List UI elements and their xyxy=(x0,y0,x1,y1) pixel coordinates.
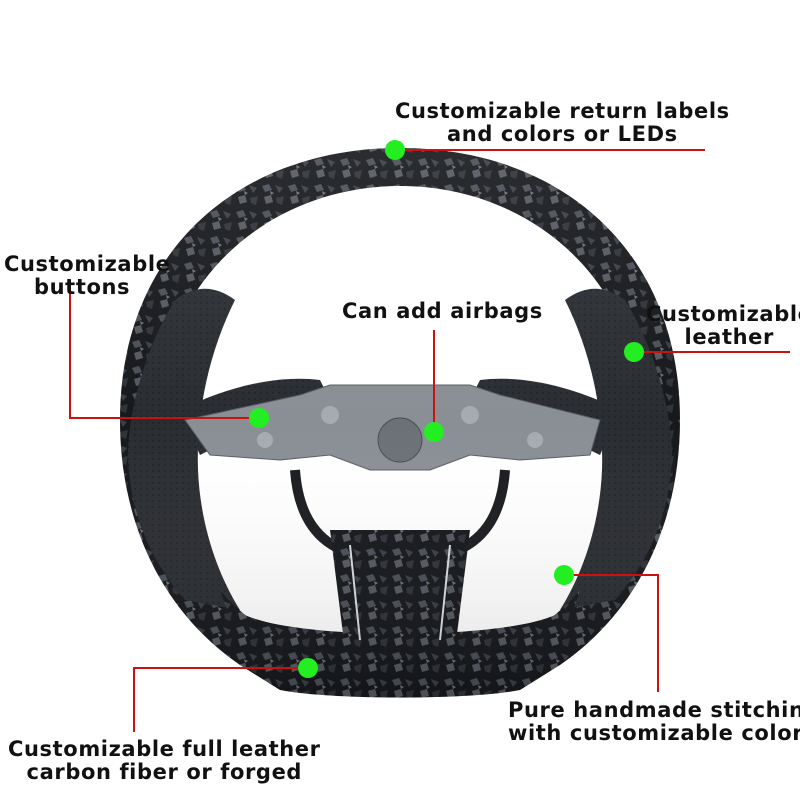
marker-buttons xyxy=(249,408,269,428)
marker-leather xyxy=(624,342,644,362)
leather-line2: leather xyxy=(684,325,774,349)
buttons-line2: buttons xyxy=(34,275,131,299)
annotation-leather: Customizable leather xyxy=(646,303,800,349)
marker-bottom-material xyxy=(298,658,318,678)
airbags-line1: Can add airbags xyxy=(342,299,543,323)
annotation-bottom-material: Customizable full leather carbon fiber o… xyxy=(8,738,321,784)
leather-line1: Customizable xyxy=(646,302,800,326)
wheel-sheen xyxy=(120,148,680,698)
leader-bottom-material xyxy=(133,667,308,732)
markers xyxy=(249,140,644,678)
return-labels-line1: Customizable return labels xyxy=(395,99,730,123)
leader-buttons xyxy=(69,280,258,419)
annotation-stitching: Pure handmade stitching with customizabl… xyxy=(508,699,800,745)
leader-stitching xyxy=(564,574,659,692)
bottom-material-line2: carbon fiber or forged xyxy=(26,760,303,784)
buttons-line1: Customizable xyxy=(4,252,171,276)
marker-stitching xyxy=(554,565,574,585)
annotation-return-labels: Customizable return labels and colors or… xyxy=(395,100,730,146)
marker-return-labels xyxy=(385,140,405,160)
annotation-airbags: Can add airbags xyxy=(342,300,543,323)
marker-airbags xyxy=(424,422,444,442)
leader-lines xyxy=(69,149,790,732)
bottom-material-line1: Customizable full leather xyxy=(8,737,321,761)
stitching-line1: Pure handmade stitching xyxy=(508,698,800,722)
return-labels-line2: and colors or LEDs xyxy=(447,122,678,146)
annotation-buttons: Customizable buttons xyxy=(4,253,170,299)
stitching-line2: with customizable colors xyxy=(508,721,800,745)
